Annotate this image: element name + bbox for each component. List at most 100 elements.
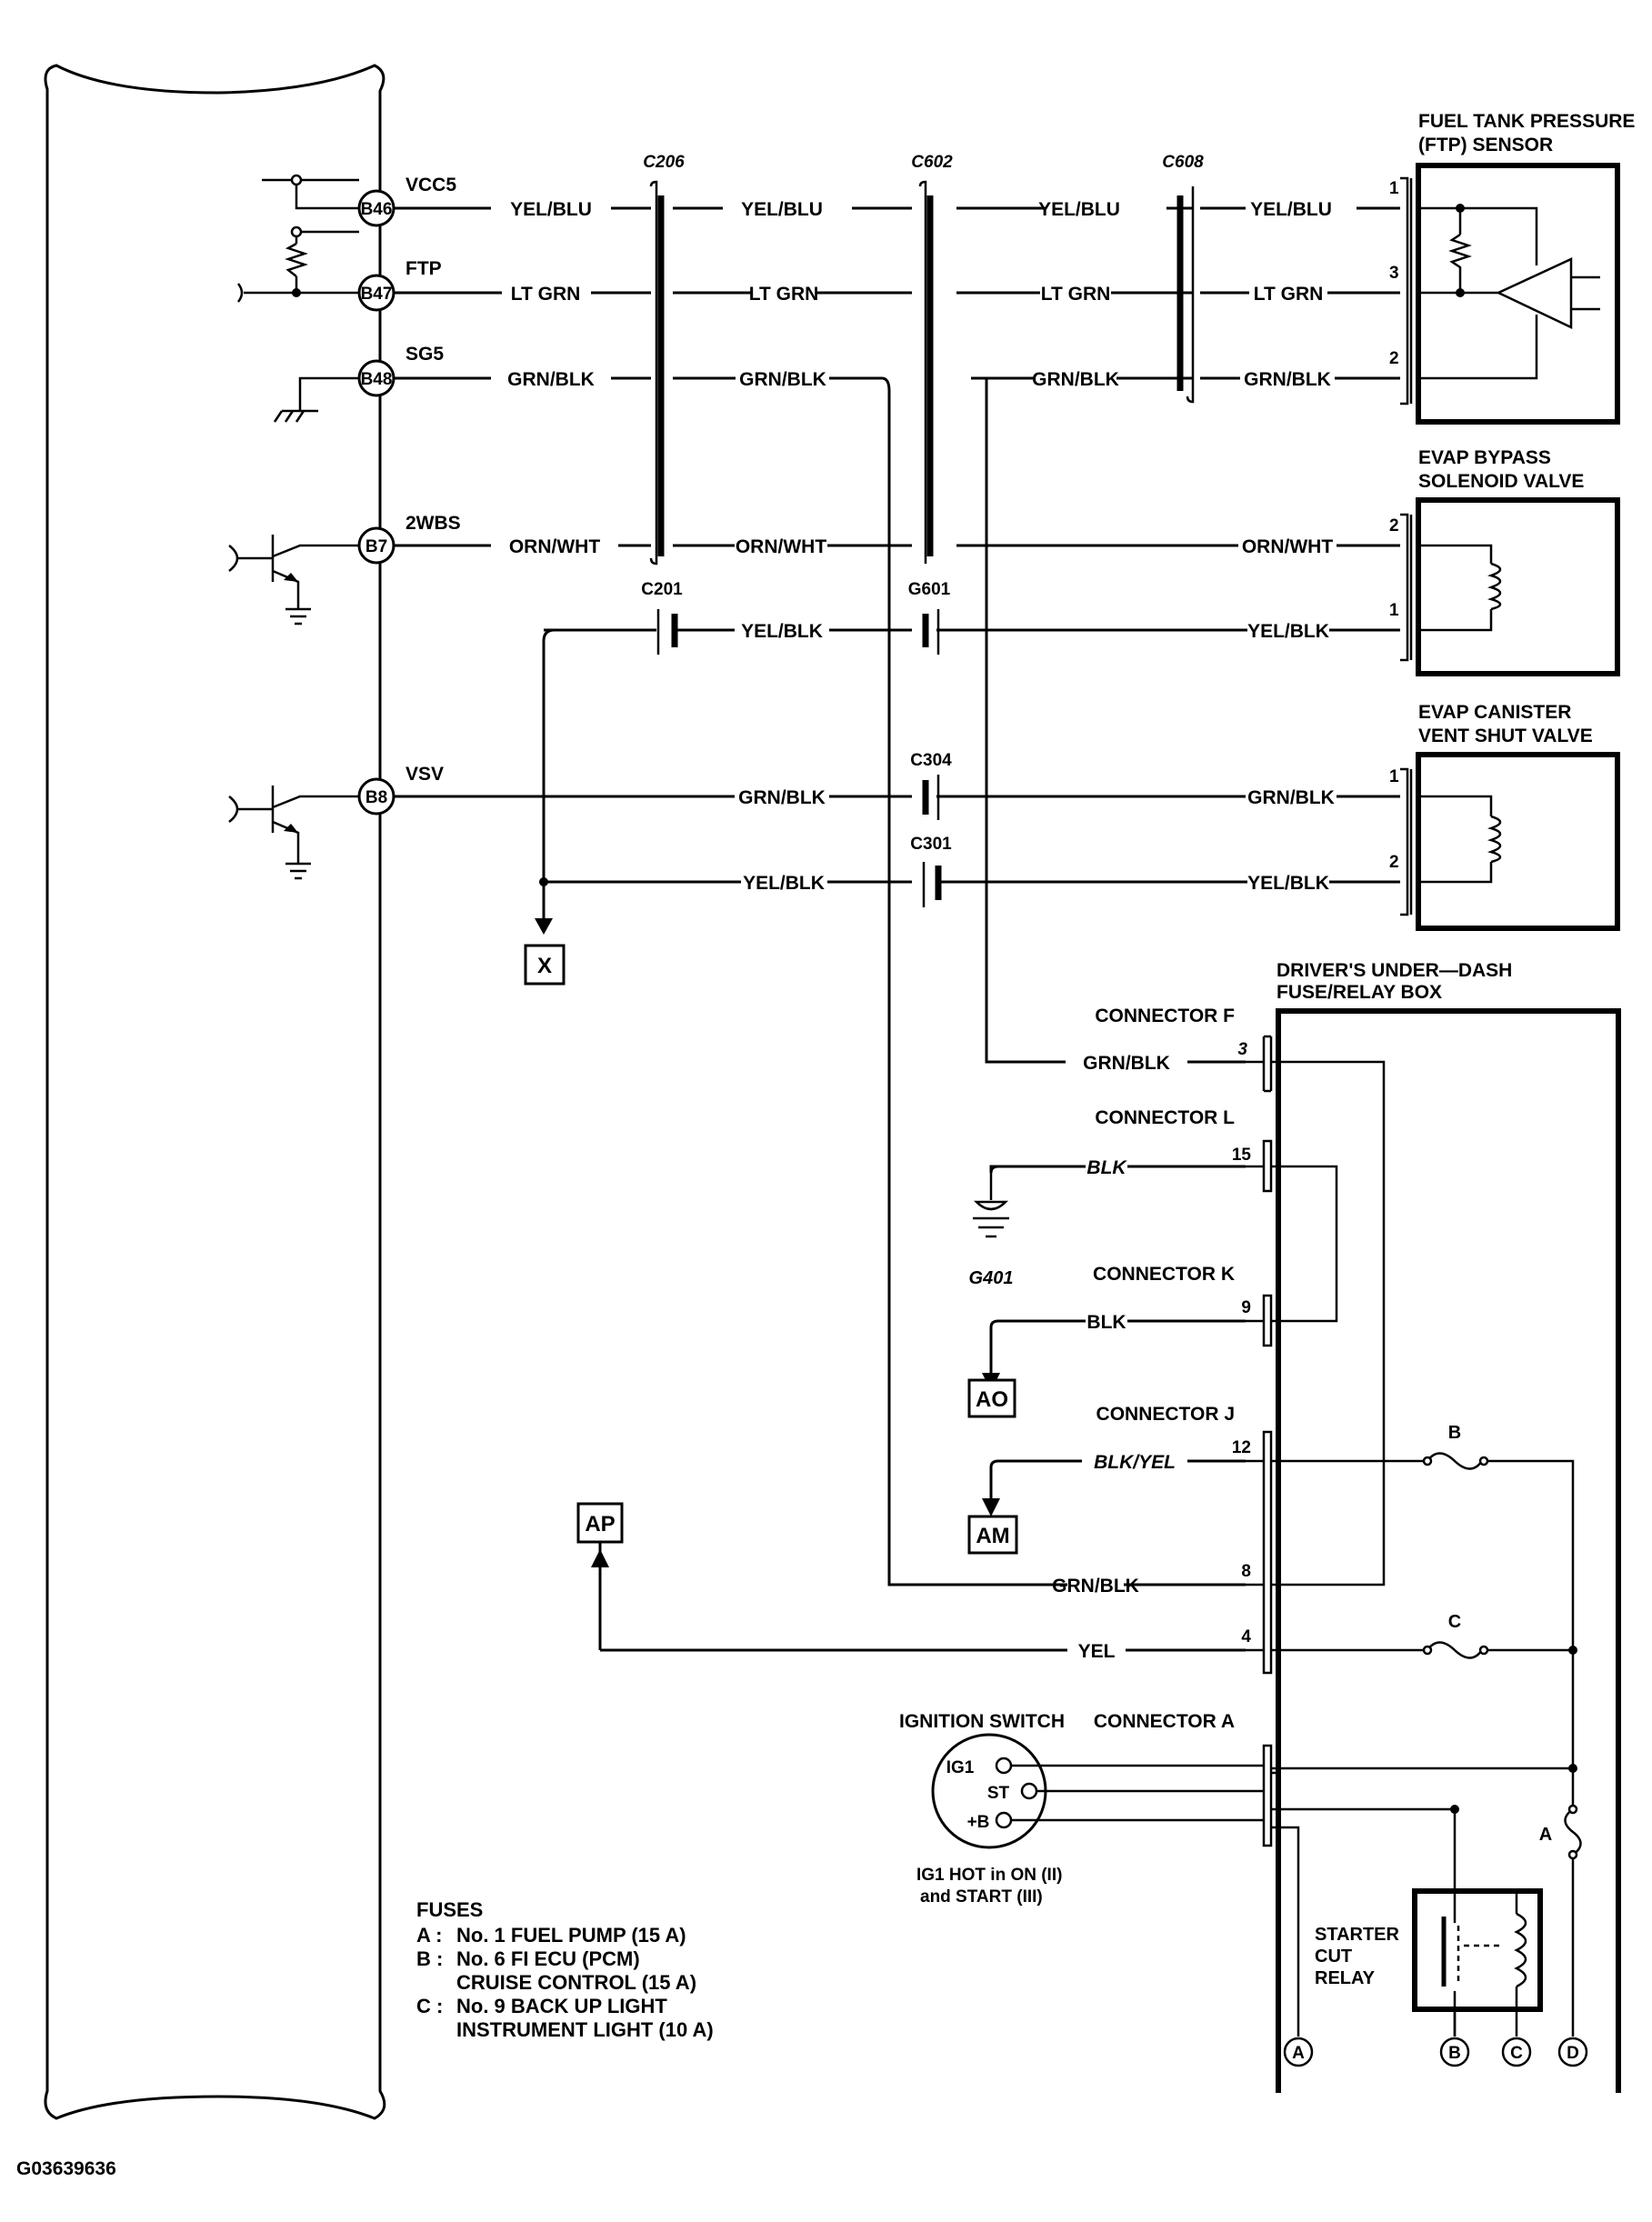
signal-vsv-label: VSV <box>405 764 444 785</box>
ground-g401-label: G401 <box>969 1268 1014 1288</box>
reference-am-label: AM <box>976 1524 1009 1548</box>
evap-canister-title-line2: VENT SHUT VALVE <box>1418 726 1593 746</box>
wire-label: GRN/BLK <box>1032 369 1119 390</box>
fuses-legend: FUSES A : No. 1 FUEL PUMP (15 A) B : No.… <box>416 1898 714 2041</box>
wire-label: BLK <box>1086 1157 1127 1178</box>
reference-ao-label: AO <box>976 1387 1008 1412</box>
canister-pin-2: 2 <box>1389 853 1399 872</box>
fuses-legend-key: A : <box>416 1924 443 1947</box>
ftp-pin-3: 3 <box>1389 264 1399 283</box>
wire-label: ORN/WHT <box>509 536 600 557</box>
fuse-a-label: A <box>1539 1825 1552 1845</box>
reference-ao: AO <box>967 1373 1016 1418</box>
wire-label: YEL/BLK <box>743 873 825 894</box>
terminal-b46-label: B46 <box>361 200 393 219</box>
ignition-note-line1: IG1 HOT in ON (II) <box>916 1866 1062 1885</box>
connector-c201-label: C201 <box>641 580 683 599</box>
evap-bypass-title-line2: SOLENOID VALVE <box>1418 471 1584 492</box>
connector-l-label: CONNECTOR L <box>1095 1107 1235 1128</box>
wire-label: YEL <box>1078 1641 1116 1662</box>
wire-label: LT GRN <box>1041 284 1111 305</box>
relay-title-line2: CUT <box>1315 1947 1352 1967</box>
connector-j-label: CONNECTOR J <box>1096 1404 1235 1425</box>
fuse-box-title-line2: FUSE/RELAY BOX <box>1277 982 1442 1003</box>
connector-c301-label: C301 <box>910 835 952 854</box>
bottom-ref-b: B <box>1448 2044 1461 2063</box>
evap-canister-vent-valve: EVAP CANISTER VENT SHUT VALVE 1 2 <box>1389 702 1620 931</box>
connector-c304-label: C304 <box>910 751 952 770</box>
pcm-internal-circuits <box>228 174 359 880</box>
connector-c608-label: C608 <box>1162 153 1204 172</box>
bypass-pin-2: 2 <box>1389 516 1399 535</box>
connector-g601-label: G601 <box>908 580 951 599</box>
evap-bypass-title-line1: EVAP BYPASS <box>1418 447 1551 468</box>
fuse-box-connector-labels: CONNECTOR F CONNECTOR L CONNECTOR K CONN… <box>1093 1006 1251 1732</box>
reference-am: AM <box>967 1498 1018 1555</box>
pin-f-3: 3 <box>1237 1040 1247 1059</box>
wire-label: YEL/BLU <box>510 199 592 220</box>
connector-f-label: CONNECTOR F <box>1095 1006 1235 1026</box>
connector-a-label: CONNECTOR A <box>1094 1711 1235 1732</box>
canister-pin-1: 1 <box>1389 767 1399 786</box>
reference-ap: AP <box>576 1502 624 1567</box>
fuse-c-label: C <box>1448 1612 1461 1632</box>
fuse-b-label: B <box>1448 1423 1461 1443</box>
ftp-sensor-title-line1: FUEL TANK PRESSURE <box>1418 111 1635 132</box>
bypass-pin-1: 1 <box>1389 601 1399 620</box>
wire-label: GRN/BLK <box>507 369 595 390</box>
terminal-b47-label: B47 <box>361 285 393 304</box>
fuses-legend-text: INSTRUMENT LIGHT (10 A) <box>456 2018 714 2041</box>
fuses-legend-text: No. 1 FUEL PUMP (15 A) <box>456 1924 686 1947</box>
wires <box>394 206 1400 1652</box>
inline-connectors: C206 C602 C608 C201 G601 C304 C301 <box>641 153 1204 907</box>
wire-label: YEL/BLK <box>1247 873 1329 894</box>
wire-label: LT GRN <box>511 284 581 305</box>
wire-label: YEL/BLU <box>1250 199 1332 220</box>
wire-label: ORN/WHT <box>1242 536 1333 557</box>
reference-x: X <box>524 918 566 986</box>
wire-label: GRN/BLK <box>1083 1053 1170 1074</box>
wire-label: GRN/BLK <box>1052 1576 1139 1596</box>
wire-label: YEL/BLU <box>1038 199 1120 220</box>
ignition-ig1-label: IG1 <box>946 1758 975 1777</box>
pin-l-15: 15 <box>1232 1146 1252 1165</box>
ignition-st-label: ST <box>987 1784 1010 1803</box>
terminal-b48-label: B48 <box>361 370 393 389</box>
wire-labels: YEL/BLU YEL/BLU YEL/BLU YEL/BLU LT GRN L… <box>507 199 1335 1662</box>
fuse-box-title-line1: DRIVER'S UNDER—DASH <box>1277 960 1512 981</box>
image-id-label: G03639636 <box>16 2158 116 2179</box>
fuses-legend-key: C : <box>416 1995 443 2017</box>
reference-x-label: X <box>537 954 552 978</box>
wire-label: YEL/BLK <box>741 621 823 642</box>
ftp-sensor: FUEL TANK PRESSURE (FTP) SENSOR 1 3 2 <box>1389 111 1635 425</box>
pcm-body <box>44 64 386 2120</box>
ftp-pin-1: 1 <box>1389 179 1399 198</box>
wire-label: YEL/BLK <box>1247 621 1329 642</box>
pin-k-9: 9 <box>1241 1298 1251 1317</box>
pin-j-8: 8 <box>1241 1562 1251 1581</box>
wire-label: GRN/BLK <box>738 787 826 808</box>
bottom-ref-d: D <box>1567 2044 1579 2063</box>
wire-label: GRN/BLK <box>1247 787 1335 808</box>
wire-label: BLK/YEL <box>1094 1452 1176 1473</box>
ftp-sensor-title-line2: (FTP) SENSOR <box>1418 135 1553 155</box>
wire-label: YEL/BLU <box>741 199 823 220</box>
fuses-legend-text: CRUISE CONTROL (15 A) <box>456 1971 696 1994</box>
pin-j-12: 12 <box>1232 1438 1251 1457</box>
wire-label: ORN/WHT <box>736 536 826 557</box>
signal-ftp-label: FTP <box>405 258 442 279</box>
connector-c602-label: C602 <box>911 153 953 172</box>
fuses-legend-title: FUSES <box>416 1898 483 1921</box>
signal-vcc5-label: VCC5 <box>405 175 456 195</box>
connector-k-label: CONNECTOR K <box>1093 1264 1235 1285</box>
fuses-legend-text: No. 6 FI ECU (PCM) <box>456 1947 640 1970</box>
terminal-b7-label: B7 <box>365 537 387 556</box>
signal-2wbs-label: 2WBS <box>405 513 461 534</box>
pcm-terminals: B46 B47 B48 B7 B8 VCC5 FTP SG5 2WBS VSV <box>357 175 461 816</box>
fuses-legend-key: B : <box>416 1947 443 1970</box>
ftp-pin-2: 2 <box>1389 349 1399 368</box>
bottom-ref-a: A <box>1292 2044 1305 2063</box>
relay-title-line3: RELAY <box>1315 1968 1376 1988</box>
fuses-legend-text: No. 9 BACK UP LIGHT <box>456 1995 667 2017</box>
